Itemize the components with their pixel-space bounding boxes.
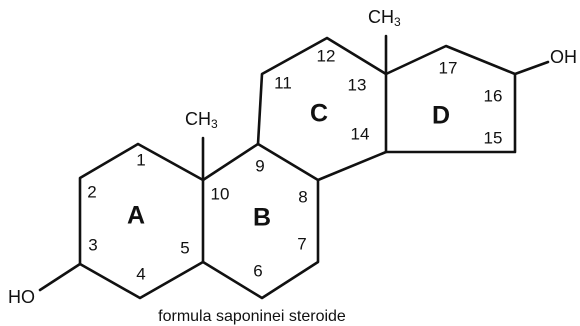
hydroxyl-group-c16: OH: [550, 47, 577, 67]
ring-label-a: A: [127, 202, 145, 230]
atom-4: 4: [136, 264, 145, 283]
atom-3: 3: [88, 235, 97, 254]
substituent-bonds: [38, 34, 550, 292]
atom-12: 12: [317, 46, 336, 65]
ring-label-d: D: [432, 102, 450, 130]
atom-1: 1: [136, 150, 145, 169]
ring-label-c: C: [310, 100, 328, 128]
methyl-group-c13: CH3: [368, 7, 401, 29]
ring-c-bonds: [256, 36, 388, 182]
atom-6: 6: [253, 261, 262, 280]
atom-11: 11: [274, 73, 292, 92]
hydroxyl-bond-c3: [38, 262, 82, 292]
hydroxyl-group-c3: HO: [8, 287, 35, 307]
methyl-group-c10: CH3: [185, 109, 218, 131]
ring-b-bonds: [201, 142, 320, 300]
atom-16: 16: [484, 86, 503, 105]
atom-2: 2: [87, 182, 96, 201]
atom-13: 13: [348, 75, 367, 94]
atom-14: 14: [351, 124, 370, 143]
atom-17: 17: [439, 58, 458, 77]
atom-5: 5: [180, 238, 189, 257]
atom-9: 9: [255, 156, 264, 175]
atom-7: 7: [297, 234, 306, 253]
ring-label-b: B: [253, 204, 271, 232]
hydroxyl-bond-c16: [513, 60, 550, 76]
atom-10: 10: [211, 184, 230, 203]
diagram-caption: formula saponinei steroide: [158, 308, 346, 325]
atom-15: 15: [484, 128, 503, 147]
atom-8: 8: [298, 187, 307, 206]
